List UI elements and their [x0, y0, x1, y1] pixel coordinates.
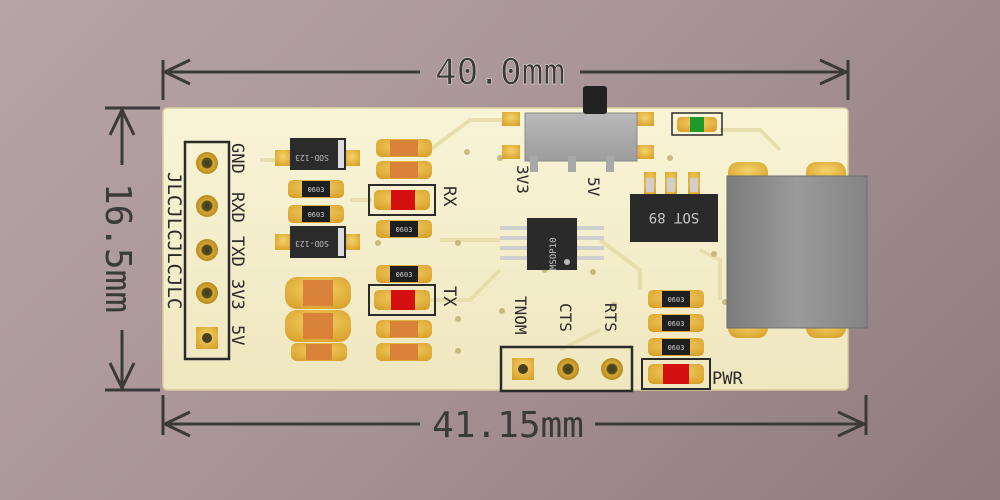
resistor-tx: 0603: [376, 265, 432, 283]
bottom-label-rts: RTS: [601, 303, 620, 332]
led-rx-label: RX: [439, 186, 459, 207]
dimension-bottom-label: 41.15mm: [432, 405, 584, 446]
led-tx: [368, 284, 436, 316]
diode-sod123-bottom: SOD-123: [275, 226, 360, 258]
pin-rxd: [196, 195, 218, 217]
diode-top-marking: SOD-123: [295, 153, 329, 162]
pin-label-rxd: RXD: [227, 192, 247, 223]
cap-small-4: [376, 343, 432, 361]
resistor-br2-marking: 0603: [668, 320, 685, 328]
pin-label-txd: TXD: [227, 236, 247, 267]
led-rx: [368, 184, 436, 216]
pin-3v3: [196, 282, 218, 304]
capacitor-c3: [291, 343, 347, 361]
resistor-tx-marking: 0603: [396, 271, 413, 279]
resistor-rx-marking: 0603: [396, 226, 413, 234]
resistor-br3-marking: 0603: [668, 344, 685, 352]
capacitor-c2: [285, 310, 351, 342]
switch-label-3v3: 3V3: [513, 165, 532, 194]
resistor-r1-marking: 0603: [308, 186, 325, 194]
resistor-br1-marking: 0603: [668, 296, 685, 304]
led-tx-label: TX: [439, 286, 459, 307]
brand-text: JLCJLCJLCJLC: [163, 172, 185, 309]
led-green: [671, 112, 723, 136]
pin-label-5v: 5V: [227, 325, 247, 345]
resistor-br1: 0603: [648, 290, 704, 308]
pcb-vias: [375, 149, 728, 354]
cap-small-1: [376, 139, 432, 157]
pin-header: [196, 152, 218, 349]
bottom-header-outline: [499, 345, 634, 393]
bottom-label-tnom: TNOM: [511, 296, 530, 335]
pin-gnd: [196, 152, 218, 174]
resistor-r2: 0603: [288, 205, 344, 223]
pin-cts: [557, 358, 579, 380]
diode-sod123-top: SOD-123: [275, 138, 360, 170]
dimension-top-label: 40.0mm: [435, 52, 565, 93]
led-pwr: [641, 358, 711, 390]
ic-msop10: MSOP10: [500, 218, 604, 270]
pin-txd: [196, 239, 218, 261]
ic-msop10-marking: MSOP10: [549, 237, 559, 270]
regulator-marking: SOT 89: [649, 209, 700, 225]
dimension-left: [105, 106, 160, 392]
capacitor-c1: [285, 277, 351, 309]
led-pwr-label: PWR: [712, 369, 743, 389]
slide-switch[interactable]: [502, 86, 654, 172]
resistor-br2: 0603: [648, 314, 704, 332]
resistor-rx: 0603: [376, 220, 432, 238]
dimension-top: [161, 58, 850, 100]
resistor-r1: 0603: [288, 180, 344, 198]
pin-labels: GND RXD TXD 3V3 5V: [227, 143, 247, 345]
pin-label-3v3: 3V3: [227, 279, 247, 310]
usb-connector: [726, 162, 868, 338]
dimension-left-label: 16.5mm: [97, 183, 138, 313]
resistor-br3: 0603: [648, 338, 704, 356]
dimension-bottom: [161, 395, 868, 438]
pin-rts: [601, 358, 623, 380]
switch-label-5v: 5V: [584, 177, 603, 197]
pin-header-outline: [183, 140, 231, 361]
cap-small-2: [376, 161, 432, 179]
bottom-header: [512, 358, 623, 380]
bottom-label-cts: CTS: [556, 303, 575, 332]
pin-label-gnd: GND: [227, 143, 247, 174]
resistor-r2-marking: 0603: [308, 211, 325, 219]
diode-bottom-marking: SOD-123: [295, 239, 329, 248]
cap-small-3: [376, 320, 432, 338]
regulator-sot89: SOT 89: [630, 172, 718, 242]
